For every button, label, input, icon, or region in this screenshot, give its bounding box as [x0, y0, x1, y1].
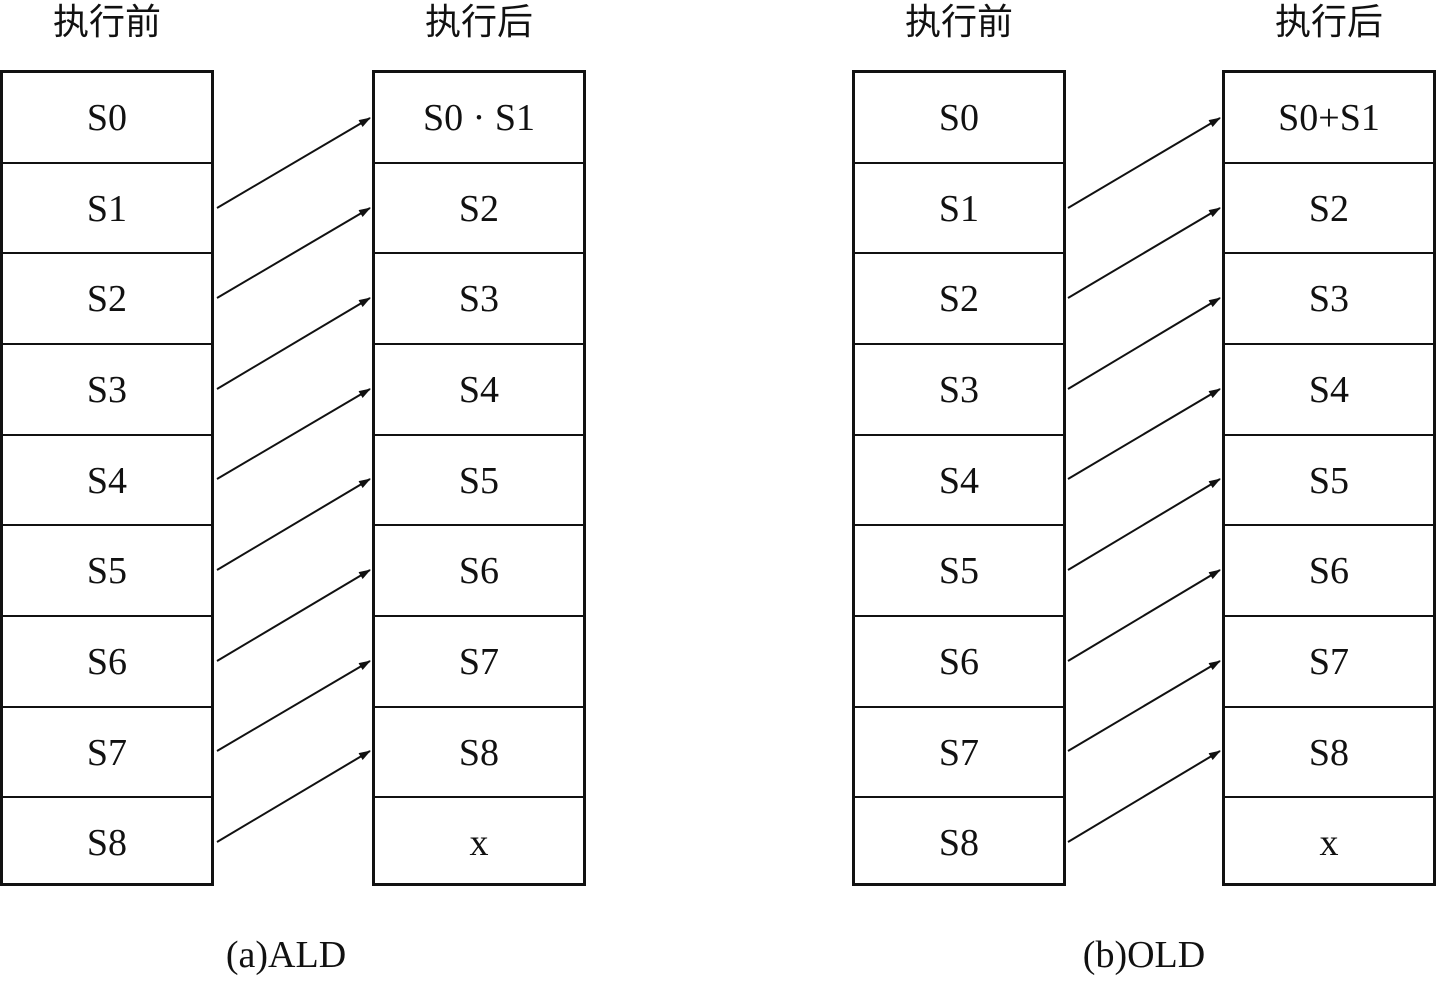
panel-b-before-cell: S1: [855, 164, 1063, 255]
panel-b-after-title: 执行后: [1274, 2, 1383, 43]
panel-b-arrow-s3: [1067, 297, 1221, 390]
panel-b-before-cell: S5: [855, 526, 1063, 617]
panel-a-arrow-s2: [216, 207, 371, 299]
panel-a-before-cell: S7: [3, 708, 211, 799]
panel-a-arrow-s8: [216, 750, 371, 843]
panel-a-before-cell: S8: [86, 822, 128, 865]
panel-a-before-cell: S1: [3, 164, 211, 255]
panel-a-after-cell: S4: [375, 345, 583, 436]
panel-a-before-cell: S5: [3, 526, 211, 617]
panel-b-arrow-s2: [1067, 207, 1221, 299]
panel-b-after-cell: S5: [1225, 436, 1433, 527]
panel-b-before-title: 执行前: [904, 2, 1013, 43]
panel-b-after-cell: S0+S1: [1225, 73, 1433, 164]
panel-a-after-cell: S2: [375, 164, 583, 255]
panel-a-after-cell: S6: [375, 526, 583, 617]
panel-b-before-cell: S6: [855, 617, 1063, 708]
panel-a-arrow-s1: [216, 117, 371, 209]
panel-b-caption: (b)OLD: [1082, 934, 1206, 976]
panel-b-before-cell: S2: [855, 254, 1063, 345]
panel-a-after-cell: x: [469, 822, 489, 865]
panel-b-before-cell: S0: [855, 73, 1063, 164]
panel-b-before-cell: S8: [938, 822, 980, 865]
panel-b-before-cell: S4: [855, 436, 1063, 527]
panel-b-after-cell: S4: [1225, 345, 1433, 436]
panel-b-after-cell: S3: [1225, 254, 1433, 345]
panel-a-before-cell: S4: [3, 436, 211, 527]
panel-b-arrow-s6: [1067, 569, 1221, 662]
panel-a-after-stack: S0 · S1 S2 S3 S4 S5 S6 S7 S8 x: [372, 70, 586, 886]
panel-a-before-cell: S0: [3, 73, 211, 164]
panel-a-before-cell: S3: [3, 345, 211, 436]
panel-a-after-cell: S7: [375, 617, 583, 708]
panel-b-after-cell: S6: [1225, 526, 1433, 617]
panel-b-after-cell: S2: [1225, 164, 1433, 255]
panel-b-after-cell: S8: [1225, 708, 1433, 799]
panel-b-before-cell: S7: [855, 708, 1063, 799]
panel-a-arrow-s5: [216, 478, 371, 571]
panel-b-after-cell: S7: [1225, 617, 1433, 708]
panel-a-after-cell: S8: [375, 708, 583, 799]
panel-b-after-stack: S0+S1 S2 S3 S4 S5 S6 S7 S8 x: [1222, 70, 1436, 886]
panel-a-before-title: 执行前: [52, 2, 161, 43]
panel-a-arrow-s7: [216, 660, 371, 752]
panel-a-arrow-s6: [216, 569, 371, 662]
panel-a-before-cell: S2: [3, 254, 211, 345]
panel-a-after-cell: S5: [375, 436, 583, 527]
panel-a-after-title: 执行后: [424, 2, 533, 43]
panel-b-before-cell: S3: [855, 345, 1063, 436]
panel-a-after-cell: S0 · S1: [375, 73, 583, 164]
panel-a-arrow-s3: [216, 297, 371, 390]
panel-a-caption: (a)ALD: [225, 934, 347, 976]
panel-b-before-stack: S0 S1 S2 S3 S4 S5 S6 S7 S8: [852, 70, 1066, 886]
panel-a-before-stack: S0 S1 S2 S3 S4 S5 S6 S7 S8: [0, 70, 214, 886]
panel-a-after-cell: S3: [375, 254, 583, 345]
panel-b-arrow-s8: [1067, 750, 1221, 843]
panel-b-after-cell: x: [1319, 822, 1339, 865]
panel-a-before-cell: S6: [3, 617, 211, 708]
panel-b-arrow-s4: [1067, 388, 1221, 480]
panel-b-arrow-s1: [1067, 117, 1221, 209]
panel-a-arrow-s4: [216, 388, 371, 480]
panel-b-arrow-s5: [1067, 478, 1221, 571]
panel-b-arrow-s7: [1067, 660, 1221, 752]
